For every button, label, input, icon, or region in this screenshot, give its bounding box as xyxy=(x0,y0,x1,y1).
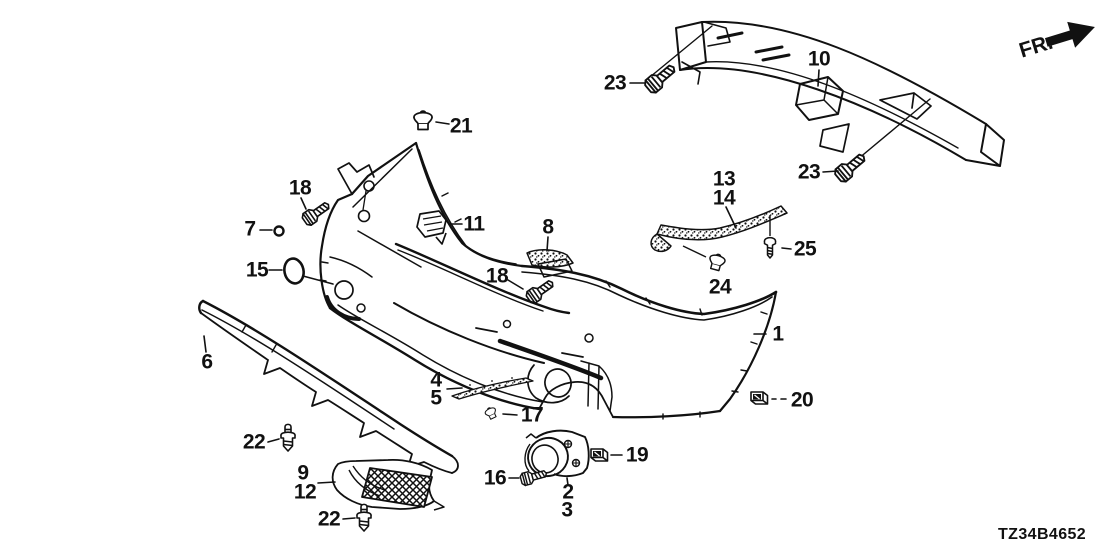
fastener-bolt-18-right xyxy=(523,275,558,306)
arrow-icon xyxy=(1044,21,1095,48)
callout-label-6: 6 xyxy=(201,350,213,374)
fastener-clip-21 xyxy=(413,110,433,131)
callout-label-5: 5 xyxy=(430,386,442,410)
callout-label-8: 8 xyxy=(542,215,554,239)
callout-label-18: 18 xyxy=(485,264,509,288)
callout-label-23: 23 xyxy=(797,160,821,184)
leader-lines xyxy=(203,69,839,520)
part-8-bracket xyxy=(526,249,574,278)
part-2-3-exhaust-finisher xyxy=(524,429,590,478)
part-13-14-stay-bracket xyxy=(650,205,788,258)
callout-label-15: 15 xyxy=(245,258,269,282)
fastener-screw-25 xyxy=(763,236,777,259)
callout-label-20: 20 xyxy=(790,388,814,412)
callout-label-23: 23 xyxy=(603,71,627,95)
fastener-clip-17 xyxy=(483,405,499,421)
part-6-lower-diffuser xyxy=(198,299,459,474)
callout-label-17: 17 xyxy=(520,403,544,427)
callout-label-10: 10 xyxy=(807,47,831,71)
callout-label-13: 13 xyxy=(712,167,736,191)
callout-label-18: 18 xyxy=(288,176,312,200)
fastener-bolt-23-left xyxy=(641,60,680,96)
callout-label-12: 12 xyxy=(293,480,317,504)
part-15-grommet xyxy=(283,257,305,285)
part-4-5-molding xyxy=(451,377,534,400)
diagram-code: TZ34B4652 xyxy=(998,526,1087,543)
callout-label-22: 22 xyxy=(242,430,266,454)
fastener-clip-19 xyxy=(590,448,609,462)
callout-label-2: 2 xyxy=(562,480,574,504)
part-10-bumper-beam xyxy=(649,20,1005,167)
callout-label-3: 3 xyxy=(561,498,573,522)
callout-label-14: 14 xyxy=(712,186,736,210)
callout-label-25: 25 xyxy=(793,237,817,261)
callout-label-9: 9 xyxy=(297,461,309,485)
callout-label-19: 19 xyxy=(625,443,649,467)
fr-label: FR. xyxy=(1016,31,1055,63)
part-11-spacer xyxy=(416,210,447,245)
callout-label-11: 11 xyxy=(463,212,485,236)
part-9-12-mesh-garnish xyxy=(331,458,445,511)
callout-label-22: 22 xyxy=(317,507,341,531)
fastener-clip-22-upper xyxy=(280,423,296,452)
callout-label-21: 21 xyxy=(449,114,473,138)
callout-label-7: 7 xyxy=(244,217,256,241)
callout-label-1: 1 xyxy=(772,322,784,346)
callout-label-16: 16 xyxy=(483,466,507,490)
part-1-bumper-face xyxy=(319,141,778,420)
callout-label-24: 24 xyxy=(708,275,732,299)
callout-label-4: 4 xyxy=(430,368,442,392)
fastener-clip-22-lower xyxy=(356,503,372,532)
fastener-clip-20 xyxy=(750,391,769,405)
part-7-grommet xyxy=(273,225,285,237)
fastener-clip-24 xyxy=(706,251,727,273)
fr-direction-arrow: FR. xyxy=(1016,21,1095,63)
